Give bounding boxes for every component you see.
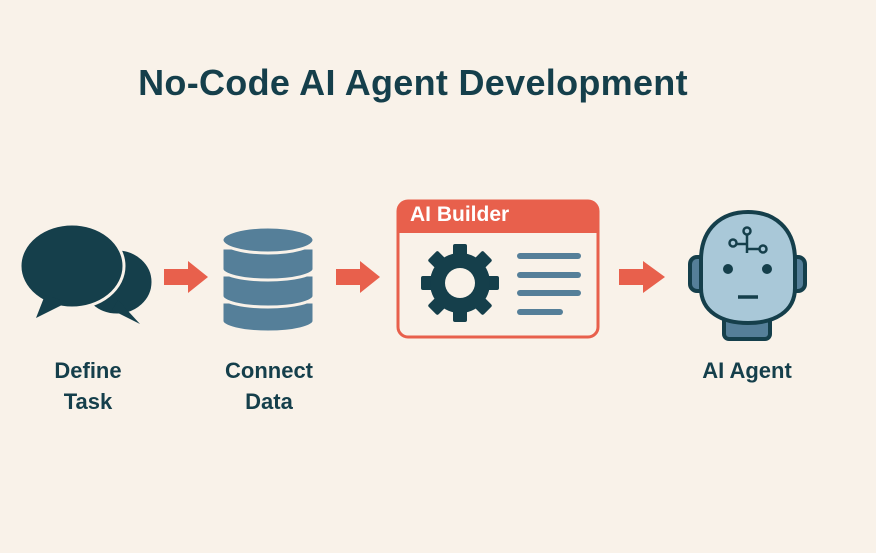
step-ai-agent-label: AI Agent [667, 355, 827, 386]
step-connect-data-label: Connect Data [189, 355, 349, 417]
builder-header-label: AI Builder [410, 203, 510, 226]
database-icon [220, 225, 316, 334]
gear-icon [421, 244, 499, 322]
text-lines-icon [517, 253, 581, 315]
label-line: Define [54, 358, 122, 383]
label-line: Connect [225, 358, 313, 383]
page-title: No-Code AI Agent Development [138, 62, 688, 103]
builder-window-icon [396, 199, 600, 339]
arrow-icon [619, 261, 665, 293]
label-line: Data [245, 389, 293, 414]
robot-head-icon [688, 209, 807, 341]
step-define-task-label: Define Task [8, 355, 168, 417]
arrow-icon [164, 261, 208, 293]
label-line: AI Agent [702, 358, 792, 383]
arrow-icon [336, 261, 380, 293]
label-line: Task [63, 389, 113, 414]
chat-bubbles-icon [18, 222, 155, 324]
